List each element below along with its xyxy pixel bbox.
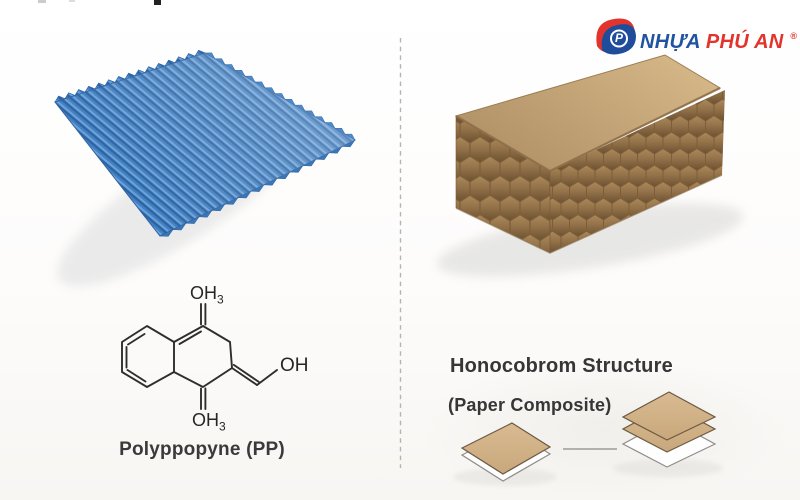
logo-p-letter: P: [614, 31, 623, 45]
oh3-bottom-label: OH3: [192, 410, 226, 434]
polymer-caption: Polyppopyne (PP): [119, 439, 285, 460]
oh3-top-label: OH3: [190, 283, 224, 307]
oh-right-label: OH: [280, 355, 309, 376]
sheet-stack-left: [460, 422, 552, 482]
honeycomb-right-face: [550, 90, 725, 253]
chemical-structure-diagram: [121, 303, 278, 410]
phu-an-monogram-icon: [596, 18, 636, 55]
stack-left-tan-sheet: [460, 422, 552, 475]
brand-wordmark: NHỰA PHÚ AN ®: [640, 25, 797, 53]
brand-second-word: PHÚ AN: [705, 31, 784, 53]
benzene-ring: [121, 325, 175, 388]
registered-trademark-symbol: ®: [790, 31, 798, 41]
cropped-title-fragment: [38, 0, 161, 5]
sheet-stack-right: [621, 391, 717, 468]
corrugation-profile-edge: [54, 49, 207, 103]
ridge-end-edge-top: [204, 52, 356, 141]
stack-right-top-sheet: [621, 391, 717, 441]
brand-first-word: NHỰA: [640, 31, 700, 53]
honeycomb-structure-title: Honocobrom Structure: [450, 355, 673, 377]
blue-corrugated-sheet-illustration: [54, 49, 357, 237]
fused-ring: [173, 325, 233, 388]
paper-composite-subtitle: (Paper Composite): [448, 395, 612, 415]
honeycomb-block-illustration: [454, 54, 725, 254]
ridge-end-edge-bottom: [159, 139, 356, 237]
